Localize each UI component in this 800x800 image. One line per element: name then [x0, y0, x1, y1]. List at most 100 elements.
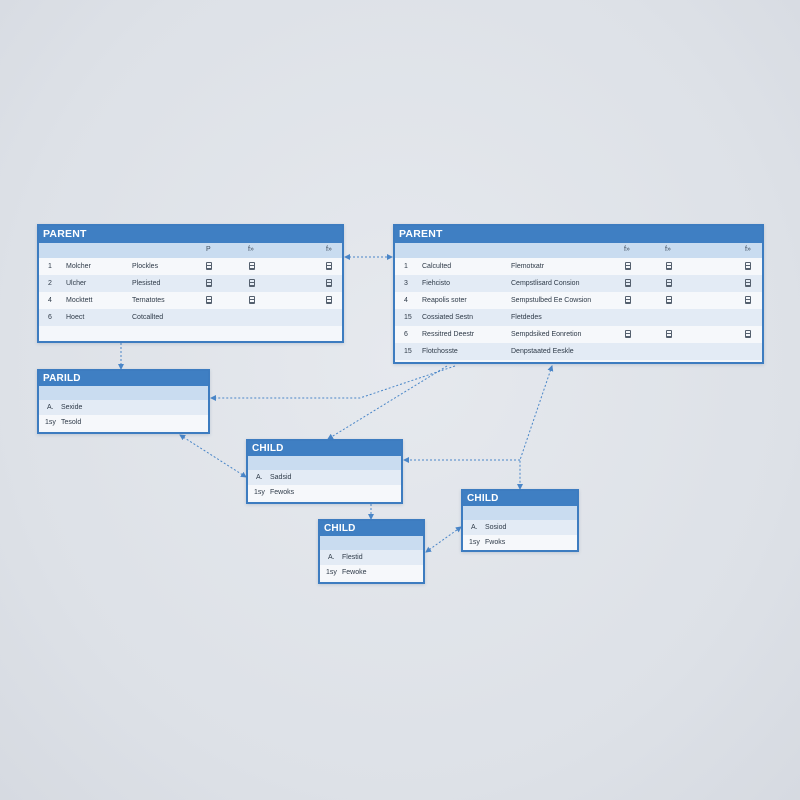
row-type: Sempdsiked Eonretion	[511, 331, 582, 338]
row-key: A.	[47, 404, 54, 411]
parent-table-left-header: P f» f»	[39, 243, 342, 258]
table-row[interactable]: 1sy Tesold	[39, 415, 208, 430]
calculator-icon	[666, 296, 672, 304]
calculator-icon	[666, 330, 672, 338]
calculator-icon	[625, 262, 631, 270]
table-row[interactable]: 4 Mocktett Ternatotes	[39, 292, 342, 309]
table-row[interactable]: 4 Reapolis soter Sempstulbed Ee Cowsion	[395, 292, 762, 309]
connector-parentright-parild	[210, 365, 456, 401]
table-row[interactable]: 6 Hoect Cotcallted	[39, 309, 342, 326]
row-key: A.	[256, 474, 263, 481]
table-row[interactable]: 3 Fiehcisto Cempstlisard Consion	[395, 275, 762, 292]
row-type: Cempstlisard Consion	[511, 280, 580, 287]
child-table-center-title: CHILD	[248, 441, 401, 456]
calculator-icon	[745, 296, 751, 304]
parent-table-right-header: f» f» f»	[395, 243, 762, 258]
row-number: 1	[48, 263, 52, 270]
row-name: Cossiated Sestn	[422, 314, 473, 321]
row-number: 6	[48, 314, 52, 321]
row-number: 4	[404, 297, 408, 304]
calculator-icon	[249, 279, 255, 287]
table-row[interactable]: 1sy Fewoks	[248, 485, 401, 500]
child-table-center-header	[248, 456, 401, 470]
column-header: f»	[665, 246, 671, 253]
row-type: Cotcallted	[132, 314, 164, 321]
column-header: f»	[624, 246, 630, 253]
table-row[interactable]: 1sy Fewoke	[320, 565, 423, 580]
table-row[interactable]: 15 Cossiated Sestn Fletdedes	[395, 309, 762, 326]
calculator-icon	[625, 296, 631, 304]
calculator-icon	[249, 296, 255, 304]
row-key: 1sy	[45, 419, 56, 426]
child-table-bottom[interactable]: CHILD A. Flestid 1sy Fewoke	[318, 519, 425, 584]
parent-table-right[interactable]: PARENT f» f» f» 1 Calculted Flemotxatr 3…	[393, 224, 764, 364]
calculator-icon	[326, 279, 332, 287]
row-number: 2	[48, 280, 52, 287]
parild-table-title: PARILD	[39, 371, 208, 386]
table-row[interactable]: 1 Calculted Flemotxatr	[395, 258, 762, 275]
row-number: 15	[404, 314, 412, 321]
calculator-icon	[206, 262, 212, 270]
table-row[interactable]: 1sy Fwoks	[463, 535, 577, 550]
row-key: A.	[328, 554, 335, 561]
parent-table-right-title: PARENT	[395, 226, 762, 243]
row-value: Fewoke	[342, 569, 367, 576]
row-name: Molcher	[66, 263, 91, 270]
table-row[interactable]: A. Sadsid	[248, 470, 401, 485]
child-table-bottom-header	[320, 536, 423, 550]
calculator-icon	[666, 279, 672, 287]
table-row[interactable]: 1 Molcher Plockles	[39, 258, 342, 275]
child-table-center[interactable]: CHILD A. Sadsid 1sy Fewoks	[246, 439, 403, 504]
calculator-icon	[326, 296, 332, 304]
child-table-right-header	[463, 506, 577, 520]
row-name: Ulcher	[66, 280, 87, 287]
row-value: Sosiod	[485, 524, 507, 531]
calculator-icon	[745, 330, 751, 338]
parent-table-left[interactable]: PARENT P f» f» 1 Molcher Plockles 2 Ulch…	[37, 224, 344, 343]
row-name: Ressitred Deestr	[422, 331, 475, 338]
table-row[interactable]: A. Flestid	[320, 550, 423, 565]
calculator-icon	[206, 296, 212, 304]
row-type: Plockles	[132, 263, 159, 270]
table-row[interactable]: A. Sexide	[39, 400, 208, 415]
row-name: Hoect	[66, 314, 85, 321]
column-header: f»	[248, 246, 254, 253]
child-table-bottom-title: CHILD	[320, 521, 423, 536]
row-key: 1sy	[326, 569, 337, 576]
calculator-icon	[625, 330, 631, 338]
table-row[interactable]: A. Sosiod	[463, 520, 577, 535]
parild-table[interactable]: PARILD A. Sexide 1sy Tesold	[37, 369, 210, 434]
row-number: 6	[404, 331, 408, 338]
row-name: Reapolis soter	[422, 297, 467, 304]
table-row[interactable]: 15 Flotchosste Denpstaated Eeskle	[395, 343, 762, 360]
table-row[interactable]: 2 Ulcher Plesisted	[39, 275, 342, 292]
row-number: 15	[404, 348, 412, 355]
row-key: 1sy	[254, 489, 265, 496]
row-number: 4	[48, 297, 52, 304]
column-header: P	[206, 246, 211, 253]
row-name: Flotchosste	[422, 348, 458, 355]
row-type: Sempstulbed Ee Cowsion	[511, 297, 592, 304]
row-key: 1sy	[469, 539, 480, 546]
calculator-icon	[206, 279, 212, 287]
calculator-icon	[326, 262, 332, 270]
connector-parentright-childcenter	[327, 365, 448, 440]
row-value: Fewoks	[270, 489, 295, 496]
child-table-right-title: CHILD	[463, 491, 577, 506]
calculator-icon	[249, 262, 255, 270]
row-value: Sexide	[61, 404, 83, 411]
table-row[interactable]: 6 Ressitred Deestr Sempdsiked Eonretion	[395, 326, 762, 343]
column-header: f»	[326, 246, 332, 253]
calculator-icon	[745, 262, 751, 270]
row-type: Flemotxatr	[511, 263, 545, 270]
row-type: Denpstaated Eeskle	[511, 348, 574, 355]
child-table-right[interactable]: CHILD A. Sosiod 1sy Fwoks	[461, 489, 579, 552]
row-key: A.	[471, 524, 478, 531]
row-name: Fiehcisto	[422, 280, 451, 287]
connector-parild-childcenter	[179, 434, 247, 478]
parild-table-header	[39, 386, 208, 400]
calculator-icon	[745, 279, 751, 287]
row-value: Fwoks	[485, 539, 506, 546]
row-name: Mocktett	[66, 297, 93, 304]
